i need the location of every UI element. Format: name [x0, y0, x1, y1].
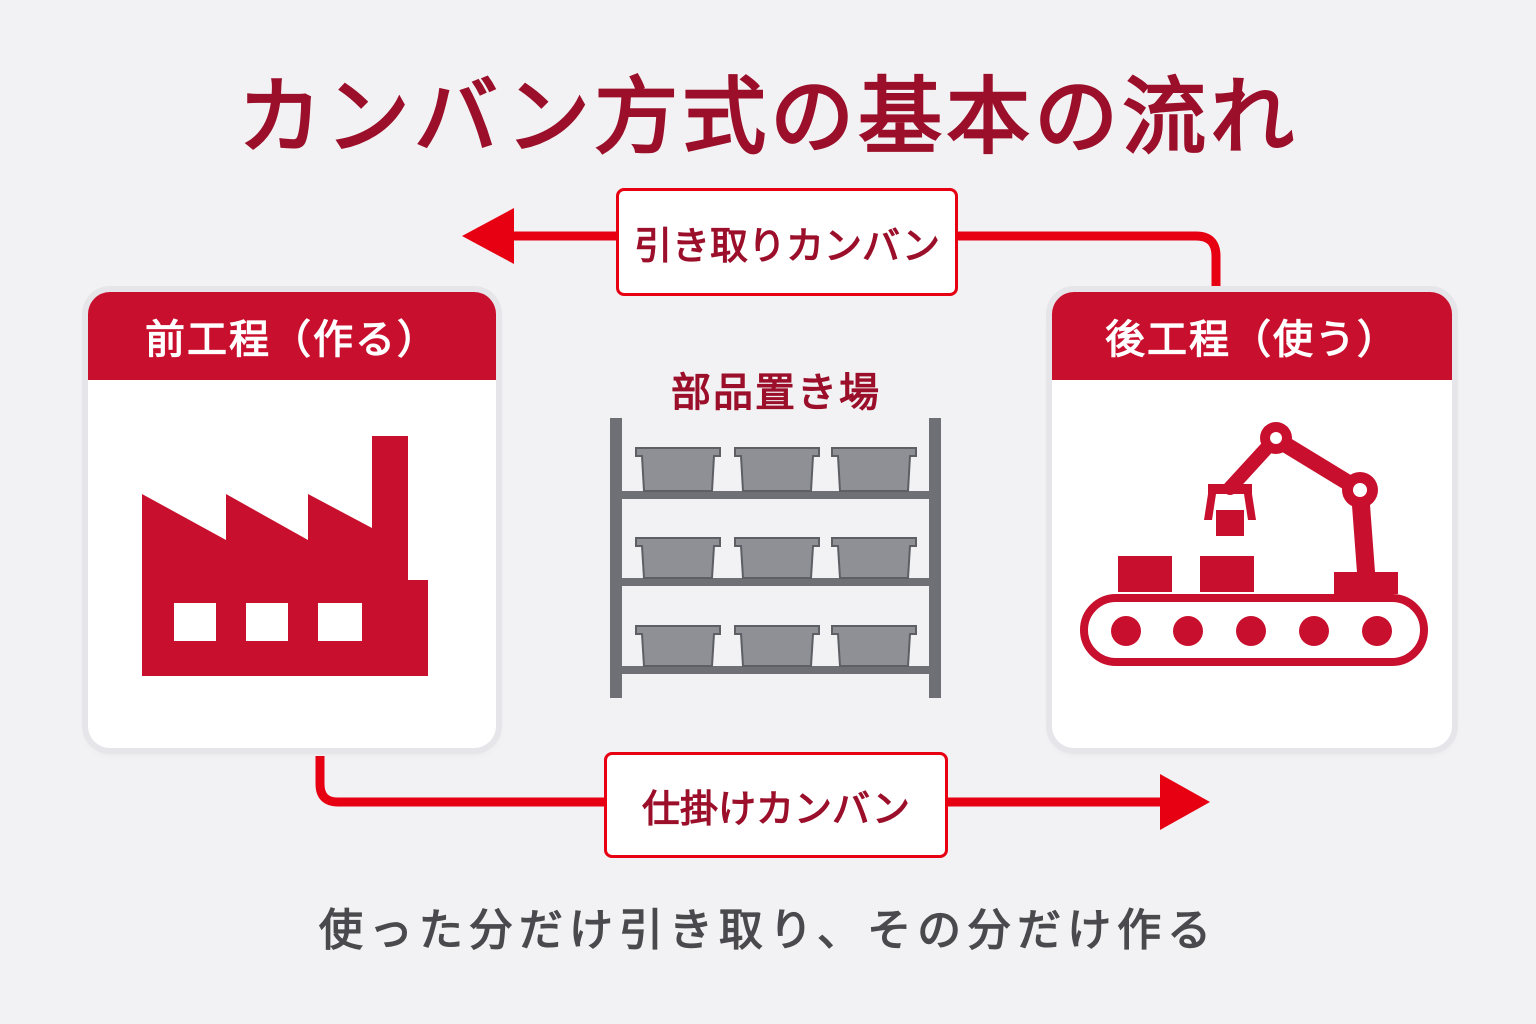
robot-arm-conveyor-icon	[1080, 422, 1428, 666]
upstream-process-label: 前工程（作る）	[88, 292, 496, 380]
shelf-with-bins-icon	[610, 418, 941, 698]
withdrawal-kanban-arrowhead	[462, 208, 514, 264]
withdrawal-kanban-label: 引き取りカンバン	[616, 188, 958, 296]
downstream-process-card: 後工程（使う）	[1052, 292, 1452, 748]
caption-text: 使った分だけ引き取り、その分だけ作る	[318, 905, 1218, 956]
withdrawal-kanban-arrow-line	[958, 231, 1221, 292]
production-kanban-arrowhead	[1160, 774, 1210, 830]
production-kanban-arrow-line	[315, 756, 604, 807]
upstream-process-card: 前工程（作る）	[88, 292, 496, 748]
parts-storage-label: 部品置き場	[671, 370, 881, 416]
page-title: カンバン方式の基本の流れ	[237, 68, 1299, 166]
downstream-process-label: 後工程（使う）	[1052, 292, 1452, 380]
factory-icon	[142, 436, 428, 676]
production-kanban-label: 仕掛けカンバン	[604, 752, 948, 858]
